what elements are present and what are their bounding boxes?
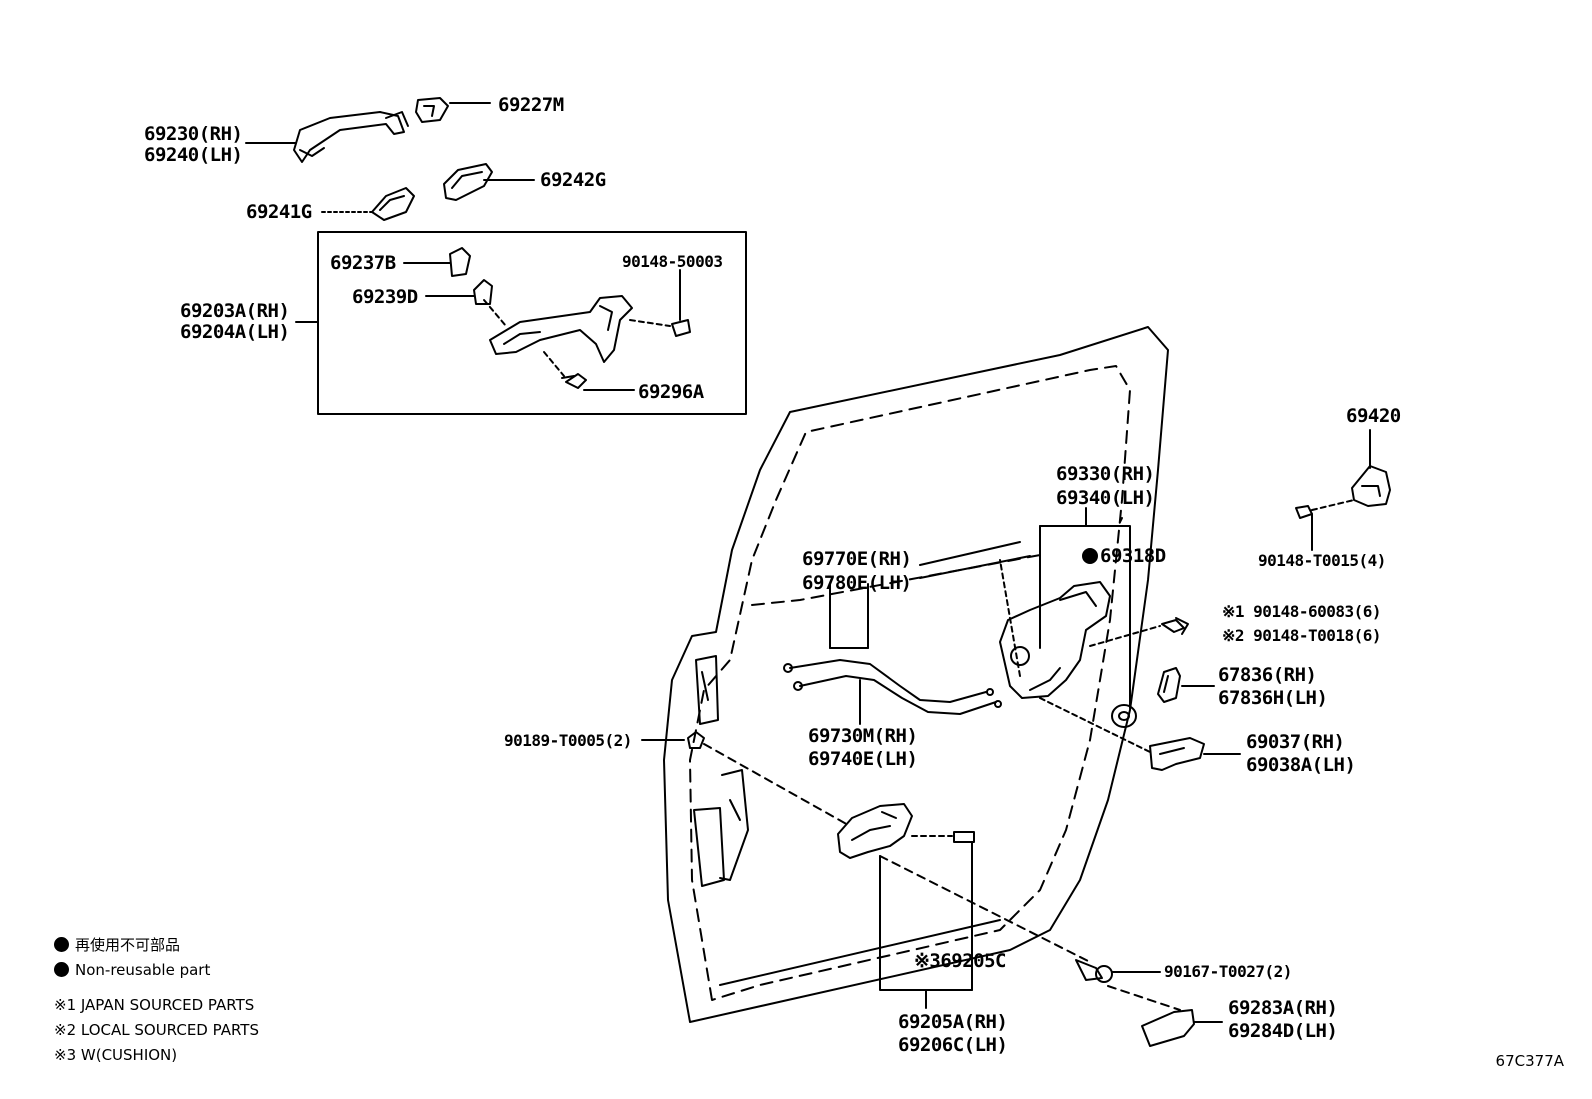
label-67836H-lh: 67836H(LH) [1218,687,1328,709]
label-69205A[interactable]: 69205A(RH) 69206C(LH) [898,1011,1008,1056]
label-69284D-lh: 69284D(LH) [1228,1020,1338,1042]
legend-note-3: ※3 W(CUSHION) [54,1046,178,1064]
label-69283A-rh: 69283A(RH) [1228,997,1338,1019]
legend-en-text: Non-reusable part [75,961,211,979]
label-69205C[interactable]: ※369205C [914,950,1007,972]
label-69242G[interactable]: 69242G [540,169,606,191]
label-90148-T0015[interactable]: 90148-T0015(4) [1258,551,1386,570]
label-69237B[interactable]: 69237B [330,252,396,274]
legend-non-reusable: Non-reusable part [54,961,210,980]
label-69730M-rh: 69730M(RH) [808,725,918,747]
label-69730M[interactable]: 69730M(RH) 69740E(LH) [808,725,918,770]
door-lock-drawing [999,507,1189,753]
label-69330[interactable]: 69330(RH) 69340(LH) [1056,463,1155,509]
frame-box [295,231,747,415]
cushion-drawing [1157,667,1215,703]
label-69318D[interactable]: 69318D [1100,545,1166,567]
control-cable-drawing [783,541,1031,725]
label-69330-rh: 69330(RH) [1056,463,1155,485]
legend-jp-text: 再使用不可部品 [75,936,181,954]
label-90148-60083-jp: ※1 90148-60083(6) [1222,602,1382,621]
outside-handle-drawing [245,97,535,221]
label-69283A[interactable]: 69283A(RH) 69284D(LH) [1228,997,1338,1042]
fasteners-drawing [641,731,1223,1047]
inside-handle-drawing [837,803,975,1009]
label-69227M[interactable]: 69227M [498,94,564,116]
label-69038A-lh: 69038A(LH) [1246,754,1356,776]
label-69241G[interactable]: 69241G [246,201,312,223]
label-90148-60083[interactable]: ※1 90148-60083(6) ※2 90148-T0018(6) [1222,602,1382,646]
label-69203A-rh: 69203A(RH) [180,300,290,322]
label-67836[interactable]: 67836(RH) 67836H(LH) [1218,664,1328,709]
label-69203A[interactable]: 69203A(RH) 69204A(LH) [180,300,290,343]
label-69230[interactable]: 69230(RH) 69240(LH) [144,123,243,166]
label-69770E[interactable]: 69770E(RH) 69780E(LH) [802,548,912,594]
label-69037[interactable]: 69037(RH) 69038A(LH) [1246,731,1356,776]
striker-drawing [1295,429,1391,551]
legend-dot-icon [54,937,69,952]
label-90189-T0005[interactable]: 90189-T0005(2) [504,731,632,750]
label-90167-T0027[interactable]: 90167-T0027(2) [1164,962,1292,981]
label-67836-rh: 67836(RH) [1218,664,1317,686]
lever-drawing [1149,737,1241,771]
label-69340-lh: 69340(LH) [1056,487,1155,509]
label-69780E-lh: 69780E(LH) [802,572,912,594]
non-reusable-dot-icon [1082,548,1098,564]
label-69296A[interactable]: 69296A [638,381,704,403]
label-90148-50003[interactable]: 90148-50003 [622,252,723,271]
label-90148-T0018-local: ※2 90148-T0018(6) [1222,626,1382,645]
legend-note-2: ※2 LOCAL SOURCED PARTS [54,1021,259,1039]
label-69239D[interactable]: 69239D [352,286,418,308]
label-69037-rh: 69037(RH) [1246,731,1345,753]
figure-reference: 67C377A [1495,1052,1564,1070]
label-69420[interactable]: 69420 [1346,405,1401,427]
label-69770E-rh: 69770E(RH) [802,548,912,570]
legend-dot-icon [54,962,69,977]
label-69740E-lh: 69740E(LH) [808,748,918,770]
legend-note-1: ※1 JAPAN SOURCED PARTS [54,996,255,1014]
door-panel-outline [663,326,1169,1023]
label-69230-rh: 69230(RH) [144,123,243,145]
label-69206C-lh: 69206C(LH) [898,1034,1008,1056]
legend-jp-non-reusable: 再使用不可部品 [54,936,180,955]
label-69204A-lh: 69204A(LH) [180,321,290,343]
label-69205A-rh: 69205A(RH) [898,1011,1008,1033]
label-69240-lh: 69240(LH) [144,144,243,166]
